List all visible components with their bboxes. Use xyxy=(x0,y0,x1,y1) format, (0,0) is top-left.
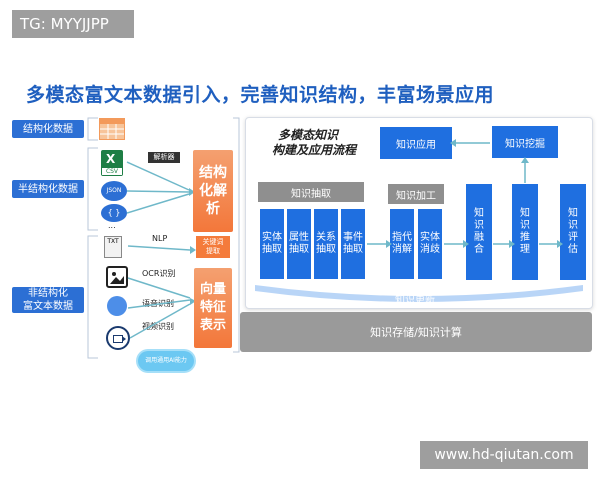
structure-parse-l1: 结构 xyxy=(199,165,227,181)
braces-label: { } xyxy=(107,208,121,217)
knowledge-fusion: 知 识 融 合 xyxy=(466,184,492,280)
knowledge-storage-bar: 知识存储/知识计算 xyxy=(240,312,592,352)
video-label: 视频识别 xyxy=(142,322,174,331)
relation-extraction-l2: 抽取 xyxy=(316,244,336,255)
speech-icon xyxy=(107,296,127,316)
processing-header: 知识加工 xyxy=(388,184,444,204)
group-brackets xyxy=(87,117,98,359)
reasoning-c1: 知 xyxy=(520,208,530,219)
processing-header-label: 知识加工 xyxy=(396,190,436,202)
relation-extraction: 关系 抽取 xyxy=(314,209,338,279)
disamb-l2: 消歧 xyxy=(420,244,440,255)
disamb-l1: 实体 xyxy=(420,232,440,243)
json-icon: JSON xyxy=(101,181,127,201)
image-icon xyxy=(106,266,128,288)
fusion-c1: 知 xyxy=(474,208,484,219)
csv-label: CSV xyxy=(102,168,122,175)
semi-ellipsis: ... xyxy=(108,221,116,230)
evaluation-c4: 估 xyxy=(568,244,578,255)
ocr-label: OCR识别 xyxy=(142,269,176,278)
excel-csv-icon: X CSV xyxy=(101,150,123,176)
reasoning-c3: 推 xyxy=(520,232,530,243)
attribute-extraction: 属性 抽取 xyxy=(287,209,311,279)
reasoning-c4: 理 xyxy=(520,244,530,255)
unstructured-connectors xyxy=(127,245,196,339)
ai-cloud: 调用通用AI能力 xyxy=(138,351,194,371)
fusion-c3: 融 xyxy=(474,232,484,243)
entity-extraction-l1: 实体 xyxy=(262,232,282,243)
keyword-l1: 关键词 xyxy=(202,238,224,246)
source-unstructured-line2: 富文本数据 xyxy=(23,301,73,312)
source-structured: 结构化数据 xyxy=(12,120,84,138)
source-structured-label: 结构化数据 xyxy=(23,123,73,135)
event-extraction-l2: 抽取 xyxy=(343,244,363,255)
json-label: JSON xyxy=(106,187,122,194)
fusion-c2: 识 xyxy=(474,220,484,231)
flow-arrows xyxy=(255,139,583,302)
watermark-top: TG: MYYJJPP xyxy=(12,10,134,38)
entity-extraction: 实体 抽取 xyxy=(260,209,284,279)
video-icon xyxy=(106,326,130,350)
parser-badge: 解析器 xyxy=(148,152,180,163)
right-bracket xyxy=(233,117,240,353)
flow-title-l2: 构建及应用流程 xyxy=(272,143,357,157)
knowledge-reasoning: 知 识 推 理 xyxy=(512,184,538,280)
event-extraction-l1: 事件 xyxy=(343,232,363,243)
storage-label: 知识存储/知识计算 xyxy=(370,326,462,339)
evaluation-c1: 知 xyxy=(568,208,578,219)
knowledge-app-label: 知识应用 xyxy=(396,139,436,151)
flow-title-l1: 多模态知识 xyxy=(278,128,339,142)
knowledge-update-label: 知识更新 xyxy=(395,295,435,306)
knowledge-app: 知识应用 xyxy=(380,127,452,159)
txt-icon: TXT xyxy=(104,236,122,258)
entity-disambiguation: 实体 消歧 xyxy=(418,209,442,279)
vector-l2: 特征 xyxy=(199,300,226,315)
semi-connectors xyxy=(126,161,195,214)
vector-l1: 向量 xyxy=(199,282,226,297)
vector-feature-block: 向量 特征 表示 xyxy=(194,268,232,348)
coref-l1: 指代 xyxy=(392,232,412,243)
attribute-extraction-l1: 属性 xyxy=(289,232,309,243)
extraction-header: 知识抽取 xyxy=(258,182,364,202)
braces-icon: { } xyxy=(101,204,127,222)
ai-label: 调用通用AI能力 xyxy=(145,357,187,364)
structure-parse-block: 结构 化解 析 xyxy=(193,150,233,232)
source-unstructured-line1: 非结构化 xyxy=(28,288,68,299)
fusion-c4: 合 xyxy=(474,244,484,255)
headline: 多模态富文本数据引入，完善知识结构，丰富场景应用 xyxy=(26,84,495,106)
source-unstructured: 非结构化 富文本数据 xyxy=(12,287,84,313)
reasoning-c2: 识 xyxy=(520,220,530,231)
keyword-l2: 提取 xyxy=(206,247,220,255)
evaluation-c2: 识 xyxy=(568,220,578,231)
extraction-header-label: 知识抽取 xyxy=(291,188,331,200)
vector-l3: 表示 xyxy=(199,318,226,333)
table-icon xyxy=(99,118,125,140)
coreference-resolution: 指代 消解 xyxy=(390,209,414,279)
knowledge-mining: 知识挖掘 xyxy=(492,126,558,158)
keyword-extract-block: 关键词 提取 xyxy=(196,236,230,258)
knowledge-mining-label: 知识挖掘 xyxy=(505,138,545,150)
watermark-bottom: www.hd-qiutan.com xyxy=(420,441,588,469)
evaluation-c3: 评 xyxy=(568,232,578,243)
flow-title: 多模态知识 构建及应用流程 xyxy=(272,128,356,158)
nlp-label: NLP xyxy=(152,234,168,243)
knowledge-evaluation: 知 识 评 估 xyxy=(560,184,586,280)
parser-label: 解析器 xyxy=(153,153,175,161)
txt-label: TXT xyxy=(107,238,119,245)
attribute-extraction-l2: 抽取 xyxy=(289,244,309,255)
source-semi-label: 半结构化数据 xyxy=(18,183,78,195)
coref-l2: 消解 xyxy=(392,244,412,255)
relation-extraction-l1: 关系 xyxy=(316,232,336,243)
source-semi-structured: 半结构化数据 xyxy=(12,180,84,198)
structure-parse-l2: 化解 xyxy=(199,183,227,199)
structure-parse-l3: 析 xyxy=(206,201,220,217)
entity-extraction-l2: 抽取 xyxy=(262,244,282,255)
event-extraction: 事件 抽取 xyxy=(341,209,365,279)
